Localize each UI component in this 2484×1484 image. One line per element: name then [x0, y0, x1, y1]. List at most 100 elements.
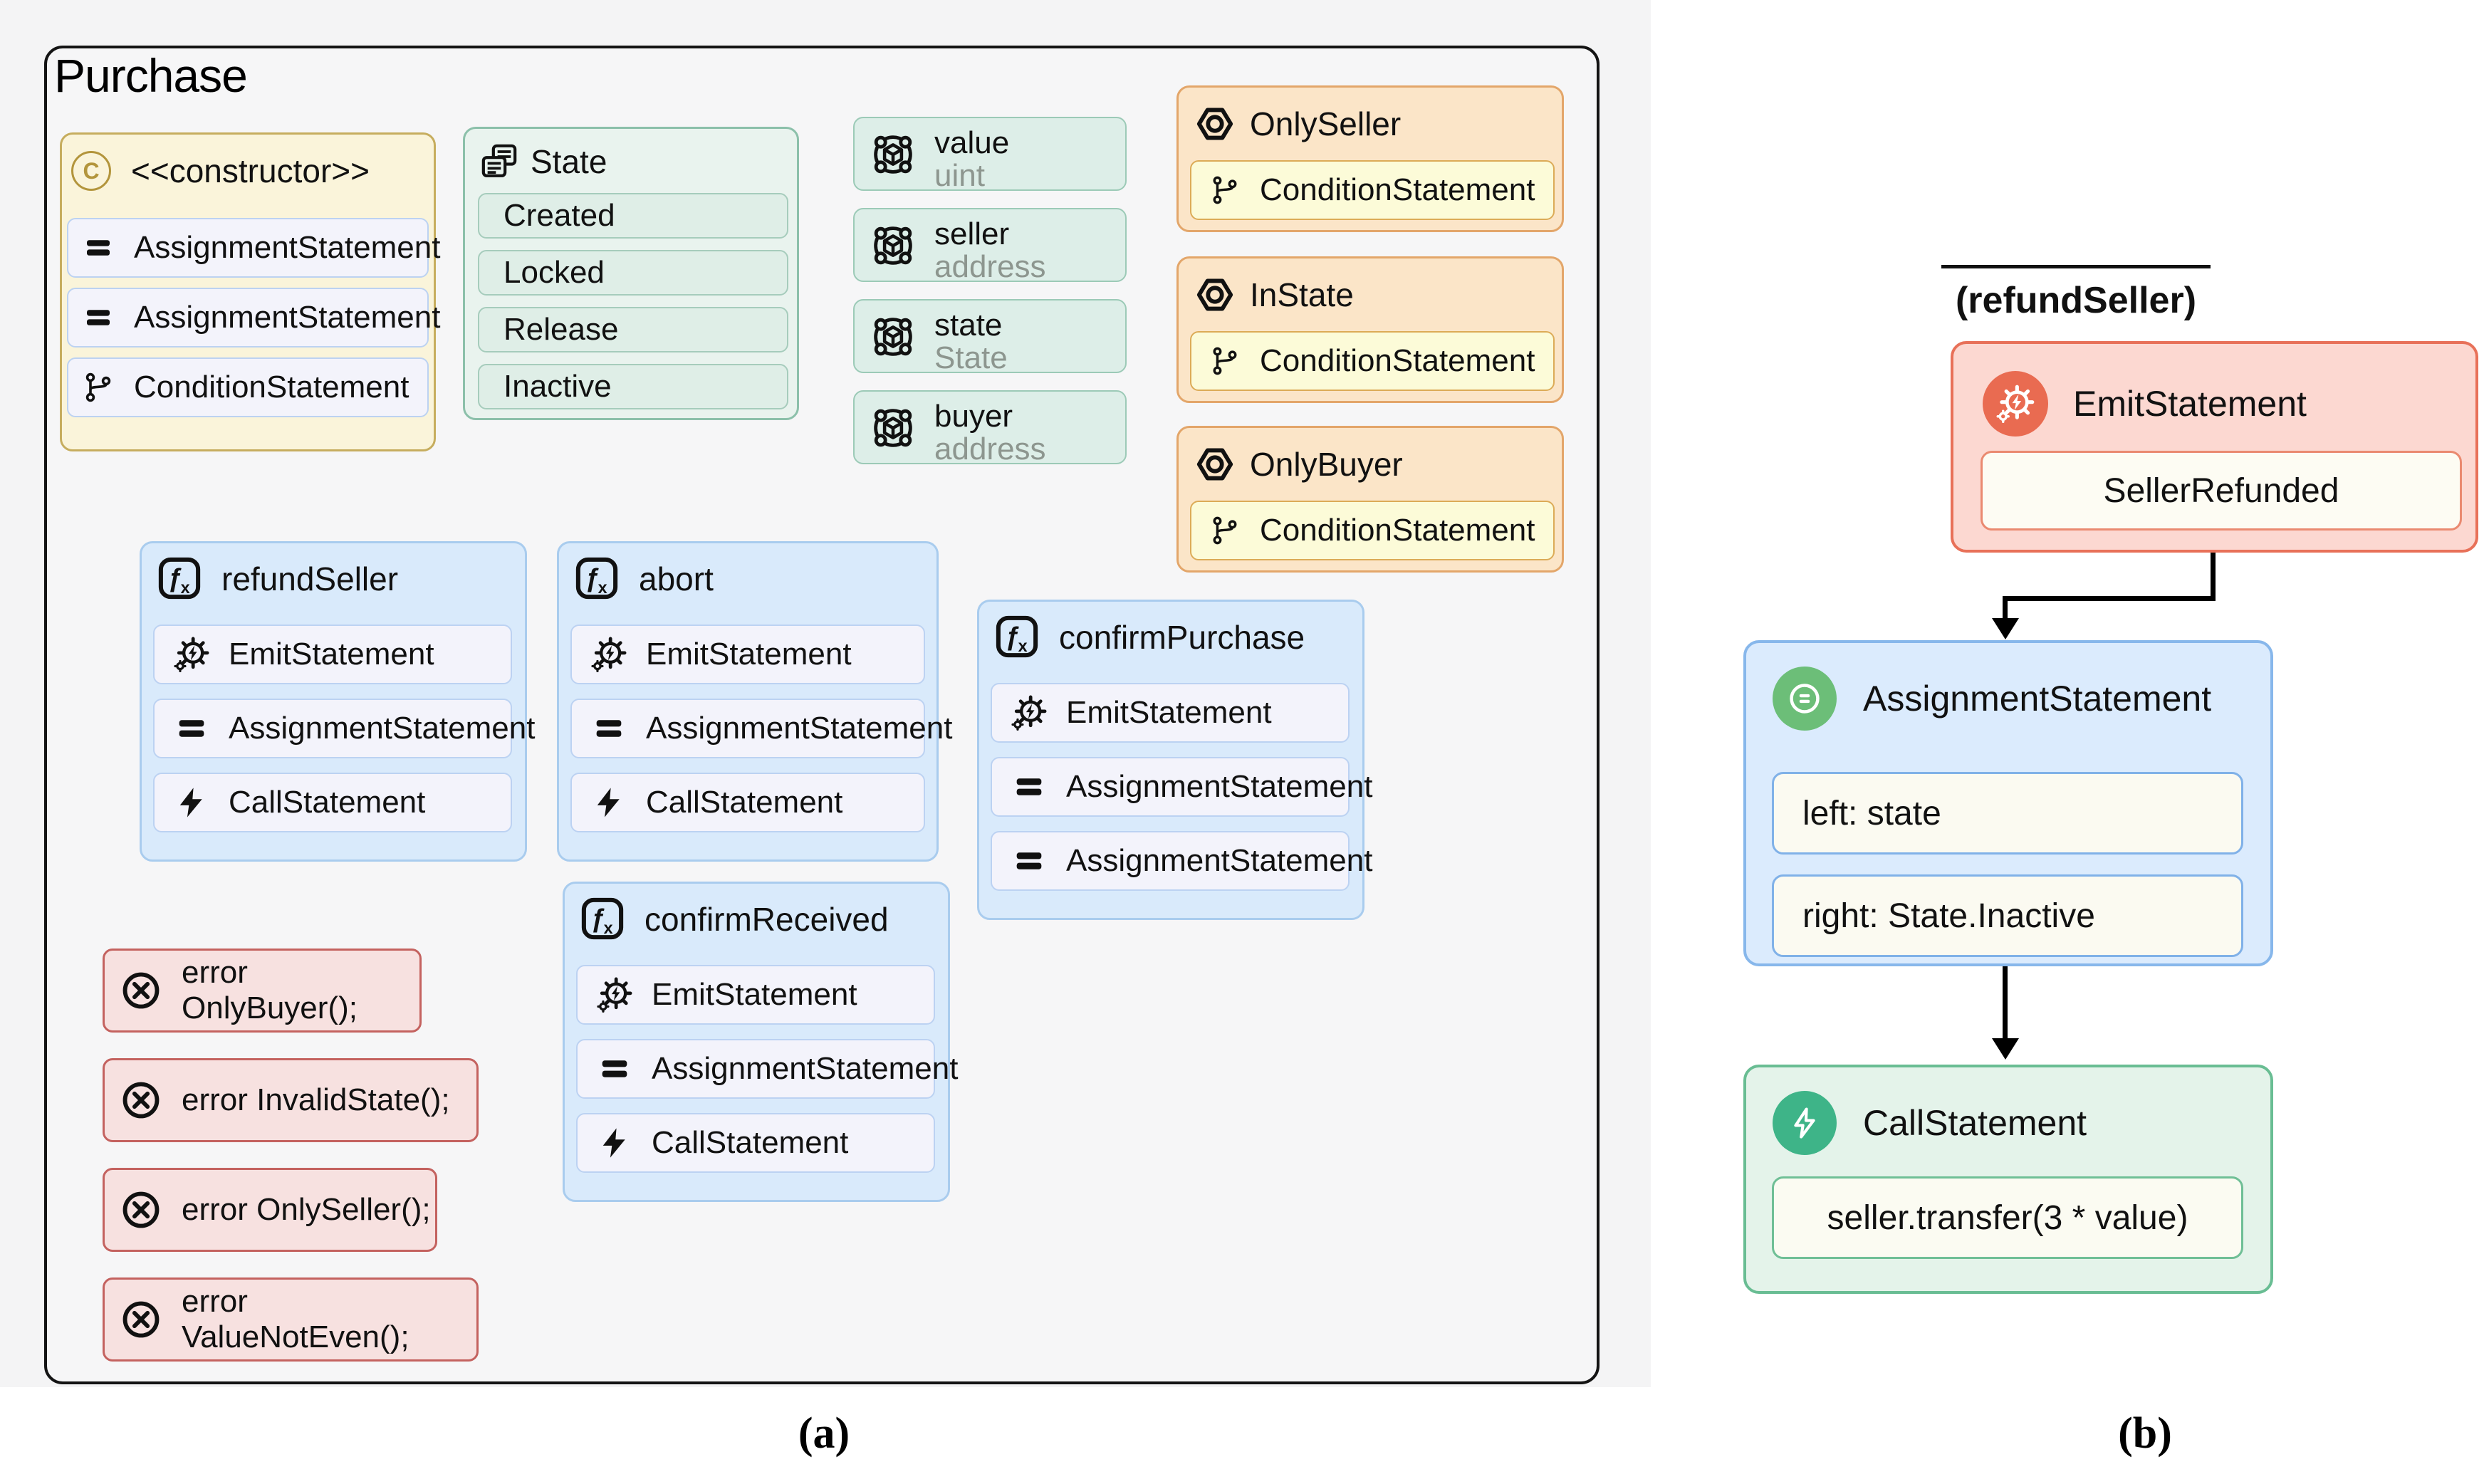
statement-label: AssignmentStatement: [134, 300, 441, 335]
modifier-statement-row: ConditionStatement: [1190, 501, 1555, 560]
variable-chip: state State: [853, 299, 1127, 375]
emit-badge: [1983, 371, 2048, 437]
assignment-icon: [1011, 768, 1048, 805]
statement-row: CallStatement: [576, 1113, 935, 1173]
error-chip: error OnlySeller();: [103, 1168, 437, 1252]
constructor-icon-letter: C: [83, 157, 100, 184]
modifier-name: OnlyBuyer: [1250, 446, 1403, 483]
variable-name: buyer: [934, 399, 1013, 434]
modifier-name: InState: [1250, 276, 1354, 313]
statement-row: AssignmentStatement: [570, 699, 952, 758]
error-label: error OnlySeller();: [182, 1192, 431, 1227]
statement-label: ConditionStatement: [1260, 172, 1535, 207]
statement-row: CallStatement: [153, 773, 512, 832]
statement-row: EmitStatement: [570, 625, 925, 684]
assignment-icon: [590, 710, 627, 747]
error-label: error InvalidState();: [182, 1082, 450, 1117]
caption-a: (a): [798, 1409, 850, 1458]
function-box-confirmreceived: confirmReceived EmitStatement Assignment…: [563, 882, 958, 1202]
variable-type: address: [934, 249, 1046, 284]
statement-label: ConditionStatement: [1260, 513, 1535, 548]
statement-label: AssignmentStatement: [229, 711, 536, 746]
variable-type: State: [934, 340, 1008, 375]
function-name: confirmPurchase: [1059, 619, 1305, 656]
statement-label: CallStatement: [652, 1125, 849, 1160]
statement-label: EmitStatement: [1066, 695, 1272, 730]
flow-function-label: (refundSeller): [1955, 280, 2197, 321]
arrow-down-icon: [1992, 618, 2019, 639]
condition-icon: [1209, 345, 1241, 377]
constructor-stereotype: <<constructor>>: [131, 152, 370, 189]
variable-type: address: [934, 432, 1046, 466]
arrow-down-icon: [1992, 1038, 2019, 1060]
modifier-statement-row: ConditionStatement: [1190, 160, 1555, 220]
function-box-confirmpurchase: confirmPurchase EmitStatement Assignment…: [977, 600, 1372, 920]
function-name: abort: [639, 560, 714, 597]
statement-label: EmitStatement: [652, 977, 857, 1012]
call-badge: [1773, 1091, 1837, 1155]
state-variable-icon: [869, 404, 917, 452]
modifier-box: OnlySeller ConditionStatement: [1176, 85, 1564, 232]
enum-name: State: [531, 143, 607, 180]
emit-icon: [590, 636, 627, 673]
modifier-box: InState ConditionStatement: [1176, 256, 1564, 403]
flow-arrow-segment: [2211, 553, 2216, 601]
emit-icon: [1995, 384, 2035, 424]
emit-icon: [173, 636, 210, 673]
flow-node-detail: seller.transfer(3 * value): [1772, 1176, 2243, 1259]
function-name: refundSeller: [221, 560, 399, 597]
error-label: error OnlyBuyer();: [182, 955, 358, 1025]
flow-node-call: CallStatement seller.transfer(3 * value): [1743, 1065, 2273, 1294]
emit-icon: [596, 976, 633, 1013]
statement-row: EmitStatement: [991, 683, 1350, 743]
state-variable-icon: [869, 221, 917, 270]
modifier-box: OnlyBuyer ConditionStatement: [1176, 426, 1564, 573]
function-icon: [156, 555, 203, 602]
enum-icon: [479, 142, 519, 182]
variable-name: value: [934, 125, 1010, 160]
modifier-icon: [1194, 103, 1236, 145]
function-box-refundseller: refundSeller EmitStatement AssignmentSta…: [140, 541, 535, 862]
flow-arrow-segment: [2003, 596, 2008, 622]
state-variable-icon: [869, 313, 917, 361]
statement-row: EmitStatement: [576, 965, 935, 1025]
statement-row: AssignmentStatement: [576, 1039, 958, 1099]
condition-icon: [81, 370, 115, 404]
function-icon: [993, 613, 1040, 660]
variable-chip: buyer address: [853, 390, 1127, 466]
error-icon: [120, 1189, 162, 1230]
flow-node-detail: left: state: [1772, 772, 2243, 855]
modifier-statement-row: ConditionStatement: [1190, 331, 1555, 391]
enum-value: Inactive: [478, 364, 788, 409]
flow-arrow-segment: [2003, 966, 2008, 1040]
error-chip: error ValueNotEven();: [103, 1277, 479, 1362]
call-icon: [590, 784, 627, 821]
assignment-icon: [173, 710, 210, 747]
assignment-icon: [81, 301, 115, 335]
variable-chip: seller address: [853, 208, 1127, 284]
call-icon: [173, 784, 210, 821]
modifier-name: OnlySeller: [1250, 105, 1402, 142]
enum-value: Release: [478, 307, 788, 352]
error-icon: [120, 1299, 162, 1340]
state-enum-box: State Created Locked Release Inactive: [463, 127, 799, 420]
variable-name: state: [934, 308, 1003, 343]
call-outline-icon: [1786, 1104, 1823, 1141]
flow-overline: [1941, 265, 2211, 268]
constructor-statement-row: AssignmentStatement: [67, 288, 440, 348]
function-box-abort: abort EmitStatement AssignmentStatement …: [557, 541, 952, 862]
variable-type: uint: [934, 158, 985, 193]
emit-icon: [1011, 694, 1048, 731]
constructor-icon: C: [71, 151, 111, 191]
variable-name: seller: [934, 216, 1010, 251]
constructor-statement-row: AssignmentStatement: [67, 218, 440, 278]
call-icon: [596, 1124, 633, 1161]
statement-row: AssignmentStatement: [153, 699, 535, 758]
assignment-icon: [1011, 842, 1048, 879]
flow-node-emit: EmitStatement SellerRefunded: [1951, 341, 2478, 553]
variable-chip: value uint: [853, 117, 1127, 193]
error-icon: [120, 1080, 162, 1121]
statement-label: CallStatement: [229, 785, 426, 820]
error-chip: error OnlyBuyer();: [103, 949, 422, 1033]
flow-node-title: CallStatement: [1863, 1103, 2087, 1143]
